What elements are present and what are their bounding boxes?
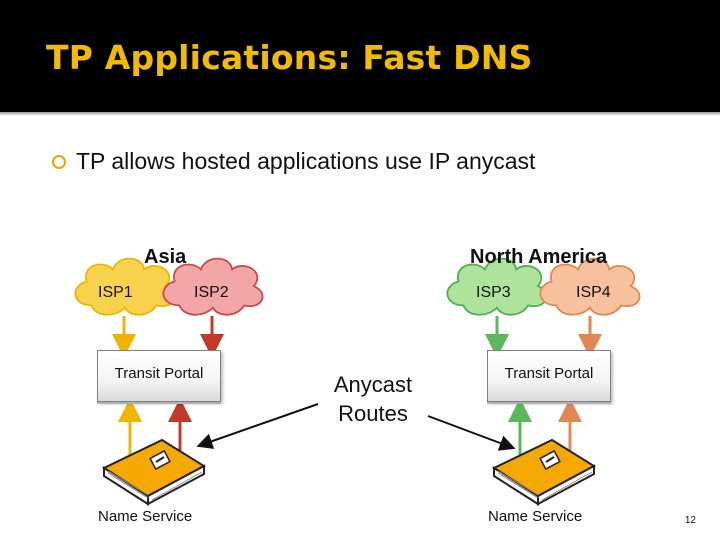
anycast-line-1: Anycast [333,372,413,397]
page-number: 12 [684,515,696,526]
name-service-left-book-icon [103,439,205,505]
anycast-route-right-arrow [427,415,516,451]
bullet-item: TP allows hosted applications use IP any… [52,148,535,175]
anycast-routes-label: Anycast Routes [318,370,428,428]
slide-title: TP Applications: Fast DNS [46,38,533,77]
isp1-label: ISP1 [98,284,133,301]
region-asia-label: Asia [144,246,187,268]
isp2-label: ISP2 [194,284,229,301]
isp4-label: ISP4 [576,284,611,301]
region-north-america-label: North America [470,246,608,268]
anycast-line-2: Routes [338,401,408,426]
bullet-ring-icon [52,154,66,169]
anycast-route-left-arrow [196,403,319,449]
bullet-text: TP allows hosted applications use IP any… [76,148,536,174]
transit-portal-right: Transit Portal [487,350,611,402]
title-bar: TP Applications: Fast DNS [0,0,720,116]
name-service-right-label: Name Service [488,508,583,525]
isp3-label: ISP3 [476,284,511,301]
transit-portal-left: Transit Portal [97,350,221,402]
name-service-left-label: Name Service [98,508,193,525]
name-service-right-book-icon [493,439,595,505]
